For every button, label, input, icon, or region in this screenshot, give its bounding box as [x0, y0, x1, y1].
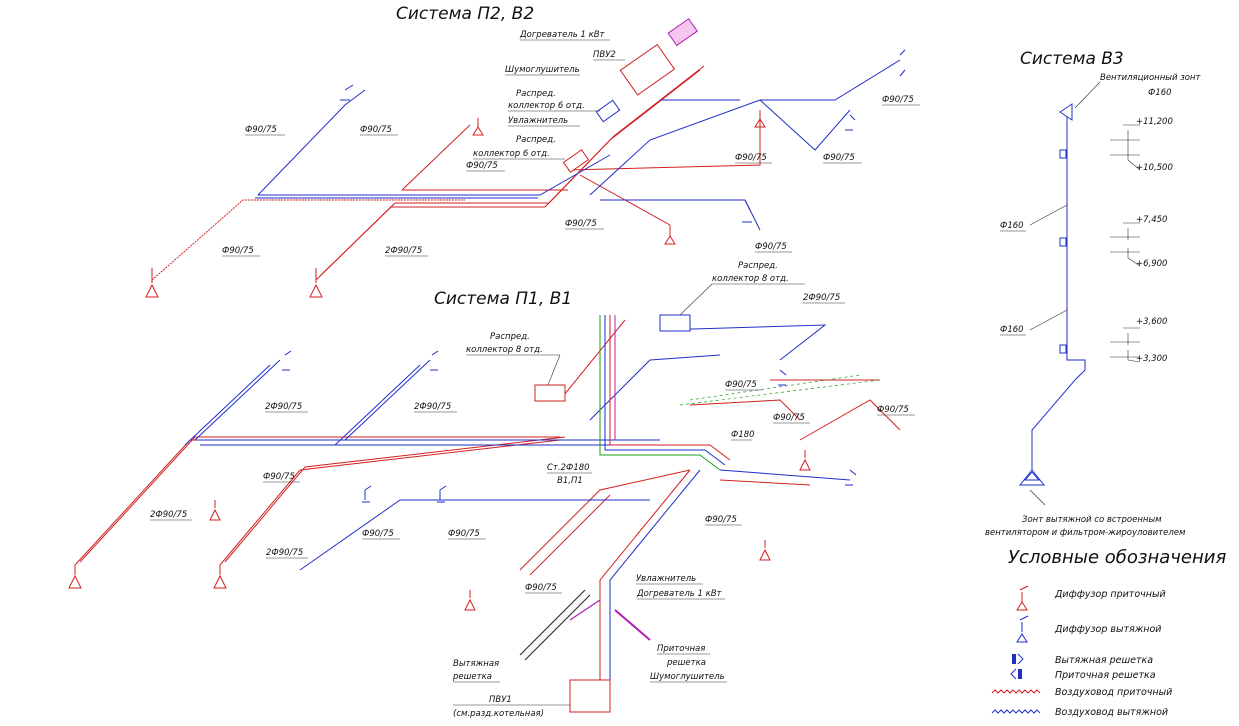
supply-grille-icon	[1010, 668, 1022, 680]
label-v3-hood: Вентиляционный зонт	[1100, 73, 1201, 83]
label-p2-d2: Ф90/75	[360, 125, 392, 135]
legend-label-exhaust-diffuser: Диффузор вытяжной	[1054, 624, 1161, 635]
label-silencer-p1: Шумоглушитель	[650, 672, 725, 682]
label-manifold-upper-2: коллектор 6 отд.	[508, 101, 585, 111]
legend-label-supply-duct: Воздуховод приточный	[1055, 687, 1172, 698]
label-humidifier-p1: Увлажнитель	[636, 574, 696, 584]
label-p2-d10: 2Ф90/75	[385, 246, 422, 256]
system-v3	[1018, 81, 1141, 506]
supply-duct-icon	[991, 689, 1041, 694]
label-v3-lvl1: +11,200	[1136, 117, 1173, 127]
label-p1-2f-top-right: 2Ф90/75	[803, 293, 840, 303]
label-riser-2: В1,П1	[557, 476, 583, 486]
label-p1-f-mid: Ф90/75	[725, 380, 757, 390]
label-unit-pvu1: ПВУ1	[489, 695, 512, 705]
label-p1-f180: Ф180	[731, 430, 755, 440]
label-p1-f-c1: Ф90/75	[362, 529, 394, 539]
label-v3-pipe-d1: Ф160	[1000, 221, 1024, 231]
system-p2-v2-ducts	[145, 18, 906, 298]
label-v3-lvl4: +6,900	[1136, 259, 1167, 269]
label-v3-pipe-d2: Ф160	[1000, 325, 1024, 335]
label-manifold-lower-2: коллектор 6 отд.	[473, 149, 550, 159]
label-v3-note-2: вентилятором и фильтром-жироуловителем	[985, 528, 1186, 538]
label-supply-grille-1: Приточная	[657, 644, 705, 654]
label-manifold8-right-2: коллектор 8 отд.	[712, 274, 789, 284]
label-p2-d9: Ф90/75	[755, 242, 787, 252]
label-silencer-p2: Шумоглушитель	[505, 65, 580, 75]
label-v3-note-1: Зонт вытяжной со встроенным	[1022, 515, 1162, 525]
label-heater-p1: Догреватель 1 кВт	[636, 589, 723, 599]
label-heater-p2: Догреватель 1 кВт	[519, 30, 606, 40]
label-p2-d4: Ф90/75	[882, 95, 914, 105]
label-humidifier-p2: Увлажнитель	[508, 116, 568, 126]
label-p1-2f-left2: 2Ф90/75	[266, 548, 303, 558]
legend-label-exhaust-grille: Вытяжная решетка	[1055, 655, 1153, 666]
label-p2-d5: Ф90/75	[735, 153, 767, 163]
label-p1-2f-a: 2Ф90/75	[265, 402, 302, 412]
legend-label-exhaust-duct: Воздуховод вытяжной	[1055, 707, 1168, 718]
exhaust-diffuser-icon	[1016, 615, 1029, 643]
label-p2-d1: Ф90/75	[245, 125, 277, 135]
label-manifold8-left-1: Распред.	[490, 332, 530, 342]
legend-title: Условные обозначения	[1008, 547, 1226, 568]
label-p1-f-c2: Ф90/75	[448, 529, 480, 539]
label-p1-f-left: Ф90/75	[263, 472, 295, 482]
title-system-v3: Система В3	[1020, 49, 1124, 69]
system-p1-v1-ducts	[68, 314, 901, 713]
label-p1-2f-left: 2Ф90/75	[150, 510, 187, 520]
exhaust-grille-icon	[1012, 653, 1024, 665]
title-system-p1-v1: Система П1, В1	[434, 289, 572, 309]
exhaust-duct-icon	[991, 709, 1041, 714]
label-p2-d7: Ф90/75	[565, 219, 597, 229]
label-unit-pvu1-note: (см.разд.котельная)	[453, 709, 544, 719]
label-p2-d8: Ф90/75	[222, 246, 254, 256]
title-system-p2-v2: Система П2, В2	[396, 4, 534, 24]
label-p2-d3: Ф90/75	[466, 161, 498, 171]
label-manifold-lower-1: Распред.	[516, 135, 556, 145]
legend-label-supply-grille: Приточная решетка	[1055, 670, 1156, 681]
label-manifold8-left-2: коллектор 8 отд.	[466, 345, 543, 355]
label-p2-d6: Ф90/75	[823, 153, 855, 163]
label-riser-1: Ст.2Ф180	[547, 463, 590, 473]
system-v3-labels: Вентиляционный зонт Ф160 +11,200 +10,500…	[985, 73, 1201, 538]
label-v3-hood-d: Ф160	[1148, 88, 1172, 98]
label-p1-f-right-a: Ф90/75	[877, 405, 909, 415]
system-p1-v1-labels: Распред. коллектор 8 отд. Распред. колле…	[150, 261, 915, 719]
label-v3-lvl2: +10,500	[1136, 163, 1173, 173]
label-p1-f-r3: Ф90/75	[705, 515, 737, 525]
label-v3-lvl3: +7,450	[1136, 215, 1167, 225]
system-p2-v2-labels: Догреватель 1 кВт ПВУ2 Шумоглушитель Рас…	[222, 30, 920, 257]
label-exhaust-grille-2: решетка	[452, 672, 492, 682]
label-manifold8-right-1: Распред.	[738, 261, 778, 271]
label-supply-grille-2: решетка	[666, 658, 706, 668]
label-v3-lvl6: +3,300	[1136, 354, 1167, 364]
label-exhaust-grille-1: Вытяжная	[453, 659, 499, 669]
label-p1-f-right-b: Ф90/75	[773, 413, 805, 423]
label-p1-f-bottom: Ф90/75	[525, 583, 557, 593]
label-v3-lvl5: +3,600	[1136, 317, 1167, 327]
label-p1-2f-b: 2Ф90/75	[414, 402, 451, 412]
supply-diffuser-icon	[1016, 585, 1029, 611]
label-manifold-upper-1: Распред.	[516, 89, 556, 99]
legend-label-supply-diffuser: Диффузор приточный	[1054, 589, 1166, 600]
label-unit-pvu2: ПВУ2	[593, 50, 616, 60]
legend: Диффузор приточный Диффузор вытяжной Выт…	[991, 585, 1172, 718]
